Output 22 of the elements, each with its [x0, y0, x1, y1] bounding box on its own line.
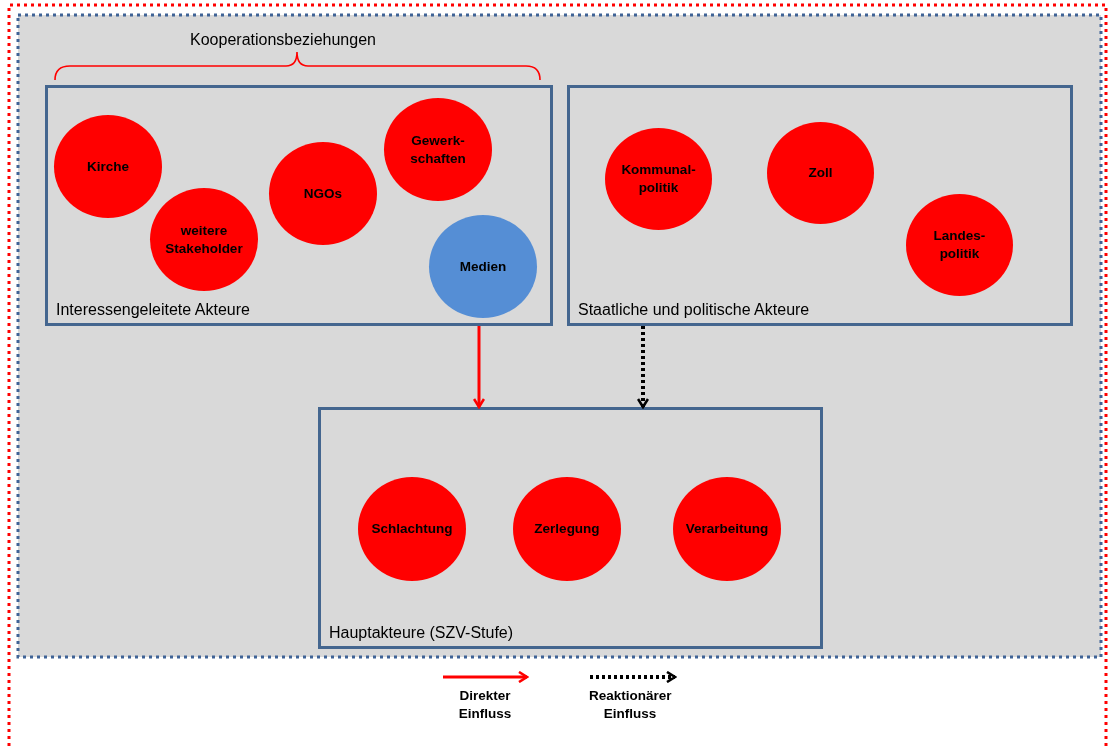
- group-box: [318, 407, 823, 649]
- arrow: [636, 326, 650, 409]
- actor-name: weitere Stakeholder: [164, 221, 244, 258]
- actor-name: NGOs: [302, 184, 344, 203]
- group-heading: Hauptakteure (SZV-Stufe): [329, 624, 514, 642]
- group-heading: Staatliche und politische Akteure: [578, 301, 810, 319]
- actor-name: Kirche: [86, 157, 130, 176]
- legend-label: Direkter Einfluss: [457, 687, 513, 723]
- group-box: [567, 85, 1073, 326]
- actor-name: Gewerk- schaften: [409, 131, 467, 168]
- arrow: [472, 326, 486, 409]
- legend-label: Reaktionärer Einfluss: [588, 687, 673, 723]
- group-box: [45, 85, 553, 326]
- actor-name: Kommunal- politik: [620, 161, 697, 197]
- group-heading: Interessengeleitete Akteure: [56, 301, 250, 319]
- actor-name: Zoll: [807, 164, 834, 182]
- actor-name: Verarbeitung: [684, 520, 770, 538]
- actor-name: Zerlegung: [533, 520, 601, 538]
- actor-name: Landes- politik: [932, 227, 987, 263]
- actor-name: Medien: [458, 257, 508, 276]
- group-label: Kooperationsbeziehungen: [190, 31, 376, 49]
- actor-name: Schlachtung: [370, 520, 454, 538]
